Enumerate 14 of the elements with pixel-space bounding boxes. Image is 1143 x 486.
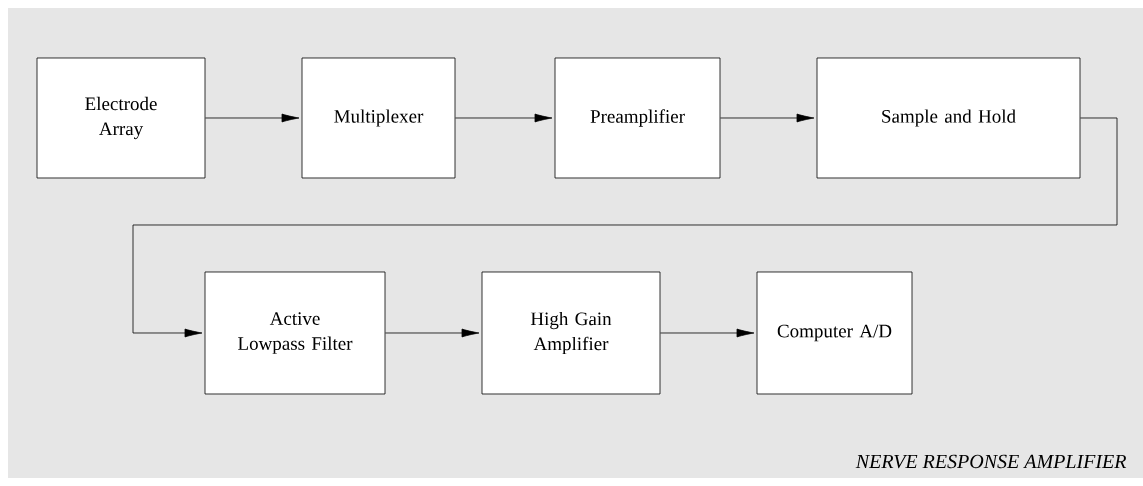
- process-box: Multiplexer: [301, 57, 456, 179]
- arrow: [660, 328, 755, 338]
- caption: NERVE RESPONSE AMPLIFIER: [855, 454, 1127, 469]
- arrow: [455, 113, 553, 123]
- process-box: Preamplifier: [554, 57, 721, 179]
- arrow: [720, 113, 815, 123]
- arrow: [385, 328, 480, 338]
- process-box: Active Lowpass Filter: [204, 271, 386, 395]
- arrow: [205, 113, 300, 123]
- arrow: [132, 117, 1118, 338]
- process-box: High Gain Amplifier: [481, 271, 661, 395]
- process-box: Computer A/D: [756, 271, 913, 395]
- process-box: Electrode Array: [36, 57, 206, 179]
- process-box: Sample and Hold: [816, 57, 1081, 179]
